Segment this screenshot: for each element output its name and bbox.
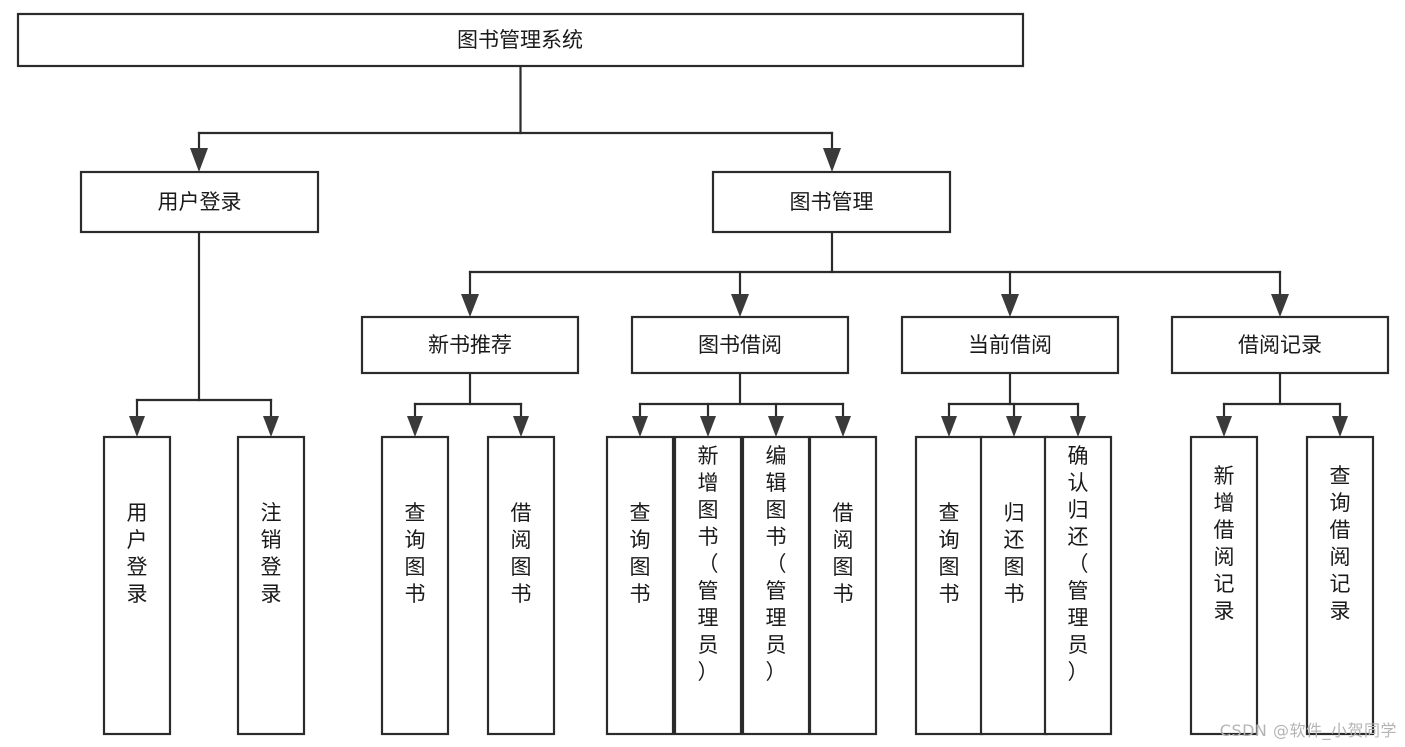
node-user-login-label: 用户登录: [158, 190, 242, 214]
node-user-login[interactable]: 用户登录: [79, 170, 320, 234]
node-leaf-add-book-label: 新增图书（管理员）: [698, 444, 719, 684]
node-leaf-confirm-return-box[interactable]: [1043, 435, 1113, 736]
node-leaf-query-record-label: 查询借阅记录: [1330, 464, 1351, 623]
node-root-box[interactable]: [16, 12, 1025, 68]
arrowhead-leaf-query-book-3: [941, 416, 957, 437]
arrowhead-user-login: [190, 148, 208, 172]
node-new-book-recommend-box[interactable]: [360, 315, 580, 375]
node-leaf-borrow-book-2-box[interactable]: [808, 435, 878, 736]
node-leaf-add-record[interactable]: 新增借阅记录: [1189, 435, 1259, 736]
node-leaf-user-login[interactable]: 用户登录: [102, 435, 172, 736]
node-leaf-user-logout-label: 注销登录: [261, 501, 282, 606]
node-leaf-return-book-label: 归还图书: [1004, 501, 1025, 606]
node-book-borrow-label: 图书借阅: [698, 333, 782, 357]
node-leaf-add-record-box[interactable]: [1189, 435, 1259, 736]
arrowhead-book-manage: [823, 148, 841, 172]
node-leaf-query-book-3-label: 查询图书: [939, 501, 960, 606]
node-new-book-recommend[interactable]: 新书推荐: [360, 315, 580, 375]
connector-group: [135, 64, 1342, 420]
node-book-manage-label: 图书管理: [790, 190, 874, 214]
node-leaf-user-login-label: 用户登录: [127, 501, 148, 606]
node-book-borrow[interactable]: 图书借阅: [630, 315, 850, 375]
node-leaf-borrow-book-1[interactable]: 借阅图书: [486, 435, 556, 736]
node-leaf-query-book-2[interactable]: 查询图书: [605, 435, 675, 736]
arrowhead-new-book-recommend: [461, 294, 479, 317]
arrowhead-current-borrow: [1001, 294, 1019, 317]
node-leaf-user-login-box[interactable]: [102, 435, 172, 736]
node-root[interactable]: 图书管理系统: [16, 12, 1025, 68]
node-leaf-confirm-return-label: 确认归还（管理员）: [1068, 444, 1089, 684]
node-current-borrow[interactable]: 当前借阅: [900, 315, 1120, 375]
arrowhead-leaf-borrow-book-1: [513, 416, 529, 437]
node-book-manage[interactable]: 图书管理: [711, 170, 952, 234]
arrowhead-borrow-record: [1271, 294, 1289, 317]
node-leaf-query-book-1-label: 查询图书: [405, 501, 426, 606]
arrowhead-leaf-borrow-book-2: [835, 416, 851, 437]
node-user-login-box[interactable]: [79, 170, 320, 234]
node-leaf-query-record[interactable]: 查询借阅记录: [1305, 435, 1375, 736]
node-leaf-query-book-3[interactable]: 查询图书: [914, 435, 984, 736]
node-leaf-borrow-book-1-box[interactable]: [486, 435, 556, 736]
node-current-borrow-box[interactable]: [900, 315, 1120, 375]
node-leaf-query-book-2-label: 查询图书: [630, 501, 651, 606]
node-leaf-query-book-3-box[interactable]: [914, 435, 984, 736]
node-leaf-borrow-book-2-label: 借阅图书: [833, 501, 854, 606]
arrowhead-leaf-return-book: [1006, 416, 1022, 437]
node-leaf-return-book-box[interactable]: [979, 435, 1049, 736]
node-leaf-user-logout-box[interactable]: [236, 435, 306, 736]
arrowhead-leaf-query-record: [1332, 416, 1348, 437]
node-leaf-edit-book-box[interactable]: [741, 435, 811, 736]
watermark: CSDN @软件_小贺同学: [1219, 721, 1397, 740]
arrowhead-leaf-user-logout: [263, 416, 279, 437]
node-current-borrow-label: 当前借阅: [968, 333, 1052, 357]
node-root-label: 图书管理系统: [457, 28, 583, 52]
node-borrow-record-box[interactable]: [1170, 315, 1390, 375]
node-book-manage-box[interactable]: [711, 170, 952, 234]
node-leaf-query-record-box[interactable]: [1305, 435, 1375, 736]
arrowhead-leaf-add-record: [1216, 416, 1232, 437]
node-leaf-query-book-1[interactable]: 查询图书: [380, 435, 450, 736]
node-leaf-edit-book-label: 编辑图书（管理员）: [766, 444, 787, 684]
node-leaf-return-book[interactable]: 归还图书: [979, 435, 1049, 736]
node-leaf-add-book-box[interactable]: [673, 435, 743, 736]
arrowhead-leaf-query-book-2: [632, 416, 648, 437]
arrowhead-leaf-user-login: [129, 416, 145, 437]
arrowhead-leaf-edit-book: [768, 416, 784, 437]
arrowhead-leaf-add-book: [700, 416, 716, 437]
node-leaf-query-book-2-box[interactable]: [605, 435, 675, 736]
node-leaf-confirm-return[interactable]: 确认归还（管理员）: [1043, 435, 1113, 736]
node-leaf-add-book[interactable]: 新增图书（管理员）: [673, 435, 743, 736]
node-leaf-borrow-book-1-label: 借阅图书: [511, 501, 532, 606]
node-leaf-add-record-label: 新增借阅记录: [1214, 464, 1235, 623]
node-new-book-recommend-label: 新书推荐: [428, 333, 512, 357]
node-leaf-edit-book[interactable]: 编辑图书（管理员）: [741, 435, 811, 736]
node-leaf-query-book-1-box[interactable]: [380, 435, 450, 736]
arrowhead-group: [129, 148, 1348, 437]
arrowhead-leaf-confirm-return: [1070, 416, 1086, 437]
arrowhead-book-borrow: [731, 294, 749, 317]
node-leaf-borrow-book-2[interactable]: 借阅图书: [808, 435, 878, 736]
node-borrow-record[interactable]: 借阅记录: [1170, 315, 1390, 375]
node-book-borrow-box[interactable]: [630, 315, 850, 375]
node-leaf-user-logout[interactable]: 注销登录: [236, 435, 306, 736]
node-borrow-record-label: 借阅记录: [1238, 333, 1322, 357]
arrowhead-leaf-query-book-1: [407, 416, 423, 437]
